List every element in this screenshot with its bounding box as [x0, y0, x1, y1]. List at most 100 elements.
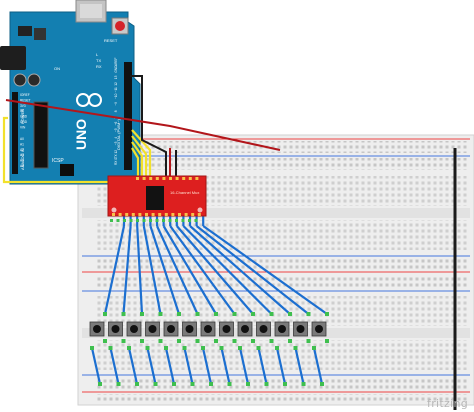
breakout-pin — [118, 213, 122, 216]
pushbutton-cap — [241, 325, 249, 333]
digital-header — [124, 62, 132, 170]
blue-wire — [162, 225, 217, 315]
connection-dot — [232, 339, 237, 343]
pushbutton[interactable] — [293, 321, 308, 337]
connection-dot — [108, 346, 113, 350]
connection-dot — [188, 219, 191, 222]
connection-dot — [177, 312, 181, 316]
digital-pin-label: ~9 — [114, 102, 118, 106]
connection-dot — [90, 346, 94, 350]
connection-dot — [142, 219, 146, 222]
blue-wire — [122, 225, 132, 315]
arduino-logo — [76, 93, 102, 107]
connection-dots — [90, 219, 329, 386]
connection-dot — [121, 339, 126, 343]
connection-dot — [164, 346, 168, 350]
blue-wire-ground — [201, 347, 213, 385]
pushbutton[interactable] — [89, 321, 105, 337]
reset-button-cap — [115, 21, 125, 31]
breakout-pin — [175, 177, 179, 180]
pushbutton[interactable] — [200, 321, 216, 337]
digital-pin-label: RX 0 — [114, 158, 118, 165]
blue-wire — [103, 225, 126, 315]
connection-dot — [232, 312, 237, 316]
blue-wire — [175, 225, 254, 315]
pushbutton[interactable] — [219, 321, 234, 337]
blue-wire-ground — [294, 347, 305, 385]
breakout-pin — [125, 213, 129, 216]
digital-pin-label: 13 — [114, 75, 118, 79]
connection-dot — [238, 346, 242, 350]
pushbuttons — [89, 321, 327, 337]
blue-wire — [189, 225, 291, 315]
arduino-uno: ICSP UNO DIGITAL (PWM~) POWER ANALOG IN … — [0, 0, 141, 185]
pushbutton[interactable] — [126, 321, 142, 337]
digital-pin-label: 8 — [114, 110, 118, 112]
connection-dot — [288, 339, 292, 343]
breakout-pin — [131, 213, 135, 216]
blue-wire — [136, 225, 144, 315]
connection-dot — [246, 382, 250, 386]
analog-pin-label: A4 — [20, 159, 24, 163]
power-rail-top — [82, 138, 470, 170]
connection-dot — [190, 382, 195, 386]
breakout-pin — [138, 213, 142, 216]
connection-dot — [135, 382, 139, 386]
breakout-pin — [169, 177, 172, 180]
breakout-pin — [112, 213, 115, 216]
l-led-label: L — [96, 52, 99, 57]
icsp-label: ICSP — [52, 158, 64, 164]
breakout-pin — [142, 177, 146, 180]
breadboard — [77, 134, 474, 406]
breakout-pin — [195, 177, 199, 180]
breakout-pin — [151, 213, 155, 216]
pushbutton[interactable] — [237, 321, 253, 337]
connection-dot — [116, 382, 121, 386]
connection-dot — [127, 346, 131, 350]
digital-pin-label: 2 — [114, 150, 118, 152]
connection-dot — [293, 346, 298, 350]
digital-pin-label: ~11 — [114, 87, 118, 92]
pushbutton[interactable] — [145, 321, 160, 337]
connection-dot — [306, 339, 311, 343]
connection-dot — [195, 312, 200, 316]
connection-dot — [136, 219, 139, 222]
connection-dot — [288, 312, 292, 316]
pushbutton[interactable] — [163, 321, 179, 337]
power-pin-label: GND — [20, 115, 28, 119]
pushbutton[interactable] — [182, 321, 197, 337]
blue-wire-ground — [183, 347, 194, 385]
analog-pin-label: A3 — [20, 153, 24, 157]
connection-dot — [172, 382, 176, 386]
pushbutton-cap — [185, 325, 194, 333]
blue-wire-ground — [257, 347, 268, 385]
blue-wire-ground — [127, 347, 139, 385]
red-wire-5v — [5, 99, 281, 151]
blue-wire — [156, 225, 199, 315]
blue-wire-ground — [164, 347, 176, 385]
pushbutton[interactable] — [274, 321, 290, 337]
connection-dot — [140, 312, 144, 316]
connection-dot — [269, 339, 274, 343]
tx-label: TX — [96, 58, 101, 63]
pushbutton-cap — [111, 325, 120, 333]
terminal-strip-lower — [96, 296, 468, 326]
connection-dot — [145, 346, 150, 350]
connection-dot — [181, 219, 185, 222]
connection-dot — [158, 312, 163, 316]
pushbutton[interactable] — [256, 321, 271, 337]
blue-wire — [202, 225, 328, 315]
power-jack — [0, 46, 26, 70]
mux-chip — [146, 186, 164, 210]
power-pin-label: VIN — [20, 125, 26, 129]
atmega-chip — [33, 101, 49, 169]
pushbutton-cap — [204, 325, 212, 333]
connection-dot — [155, 219, 159, 222]
pushbutton[interactable] — [311, 321, 327, 337]
terminal-strip-upper-b — [96, 220, 468, 250]
pushbutton[interactable] — [108, 321, 123, 337]
blue-wires — [90, 216, 328, 385]
fritzing-watermark: fritzing — [427, 397, 468, 410]
icsp-header — [60, 164, 74, 176]
